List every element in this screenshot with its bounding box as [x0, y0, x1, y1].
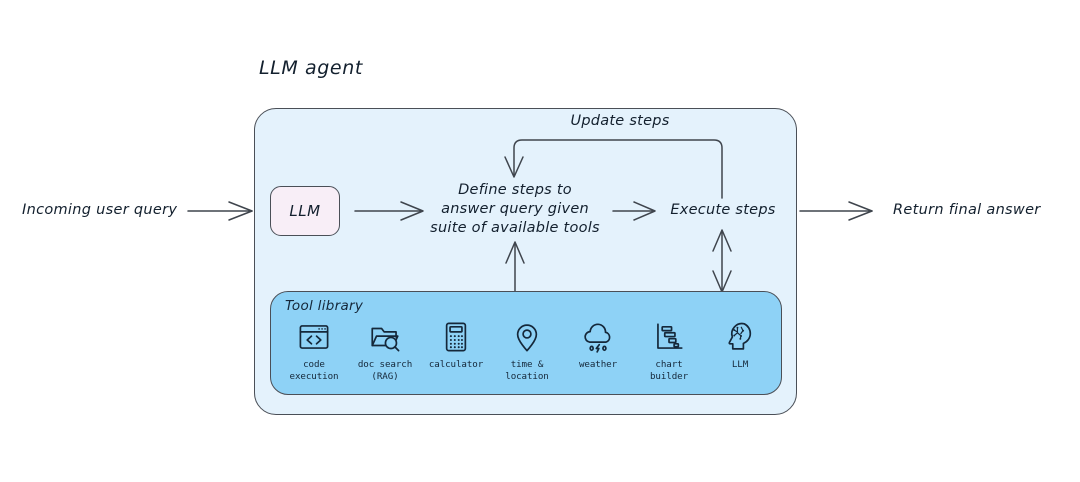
llm-node: LLM [270, 186, 340, 236]
tool-library-panel: Tool library code execution [270, 291, 782, 395]
tool-label: LLM [731, 359, 749, 370]
chart-builder-icon [657, 323, 683, 349]
calculator-icon [445, 322, 467, 352]
tool-list: code execution doc search (RAG) [279, 320, 775, 382]
llm-head-icon [728, 322, 752, 350]
location-pin-icon [516, 324, 538, 352]
arrow-execute-to-answer [799, 201, 873, 221]
tool-item-doc-search[interactable]: doc search (RAG) [350, 320, 420, 382]
code-execution-icon [299, 325, 329, 349]
tool-label: weather [578, 359, 618, 370]
tool-label: doc search (RAG) [357, 359, 413, 382]
tool-label: chart builder [649, 359, 689, 382]
weather-cloud-icon [584, 323, 611, 353]
tool-item-chart-builder[interactable]: chart builder [634, 320, 704, 382]
define-steps-node: Define steps to answer query given suite… [430, 182, 600, 236]
tool-label: calculator [428, 359, 484, 370]
tool-label: time & location [505, 359, 549, 382]
llm-node-label: LLM [289, 202, 321, 220]
arrow-incoming-query [187, 201, 253, 221]
tool-item-calculator[interactable]: calculator [421, 320, 491, 371]
tool-item-code-execution[interactable]: code execution [279, 320, 349, 382]
final-answer-label: Return final answer [893, 202, 1041, 218]
tool-item-time-location[interactable]: time & location [492, 320, 562, 382]
doc-search-icon [371, 327, 400, 352]
tool-label: code execution [289, 359, 339, 382]
incoming-query-label: Incoming user query [22, 202, 178, 218]
tool-item-llm[interactable]: LLM [705, 320, 775, 371]
update-steps-label: Update steps [570, 113, 670, 129]
execute-steps-node: Execute steps [670, 202, 776, 218]
tool-library-title: Tool library [285, 298, 364, 314]
tool-item-weather[interactable]: weather [563, 320, 633, 371]
page-title: LLM agent [259, 57, 363, 79]
